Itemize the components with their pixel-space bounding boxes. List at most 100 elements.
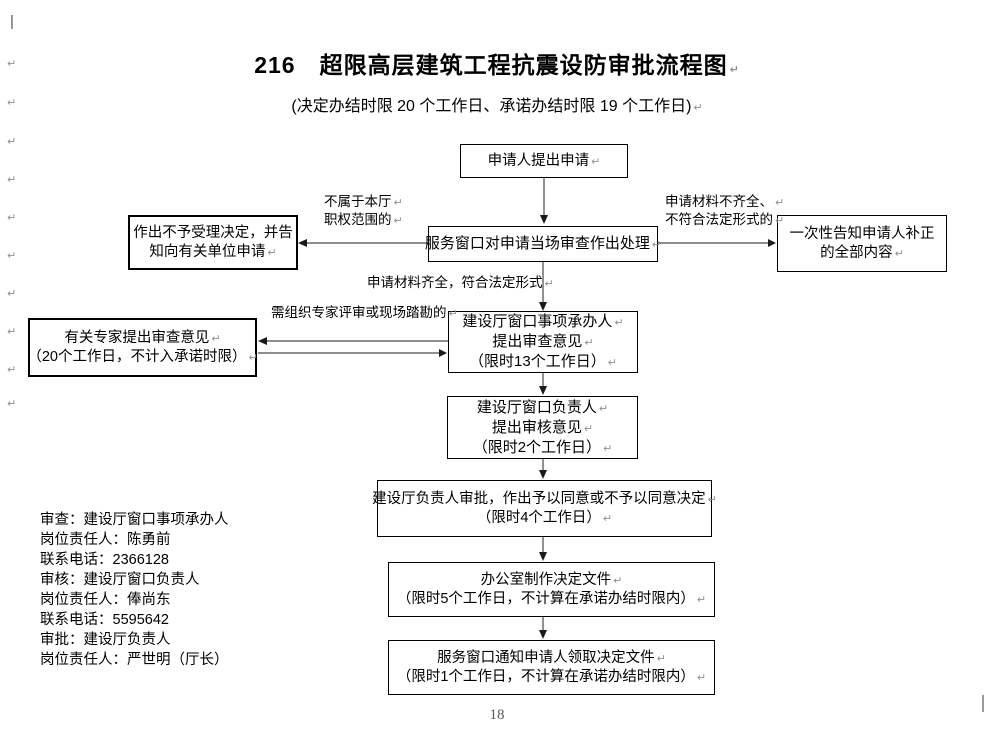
paragraph-return-icon: ↵: [651, 238, 662, 251]
arrow-handler-to-experts: [258, 337, 448, 345]
flow-box-notify-pickup: 服务窗口通知申请人领取决定文件↵ （限时1个工作日，不计算在承诺办结时限内）↵: [388, 640, 715, 695]
contact-line: 审批：建设厅负责人: [40, 632, 171, 648]
paragraph-return-icon: ↵: [707, 492, 717, 506]
arrow-chief-to-approval: [539, 459, 547, 479]
box-text: 一次性告知申请人补正: [789, 225, 935, 242]
box-text: 申请人提出申请: [487, 152, 590, 169]
contact-line: 岗位责任人：严世明（厅长）: [40, 652, 229, 668]
arrow-window-to-reject: [298, 239, 428, 247]
box-text: 知向有关单位申请: [149, 243, 266, 260]
paragraph-return-icon: ↵: [775, 213, 785, 227]
box-text: （限时5个工作日，不计算在承诺办结时限内）: [396, 590, 695, 607]
label-materials-complete: 申请材料齐全，符合法定形式↵: [367, 275, 554, 293]
box-text: 提出审核意见: [491, 418, 582, 436]
contact-line: 联系电话：2366128: [40, 552, 169, 568]
paragraph-return-icon: ↵: [598, 401, 609, 415]
page-number: 18: [489, 707, 505, 723]
arrow-experts-to-handler: [258, 349, 447, 357]
paragraph-mark-icon: ↵: [7, 57, 17, 70]
paragraph-return-icon: ↵: [607, 356, 617, 369]
box-text: 提出审查意见: [492, 333, 583, 350]
paragraph-mark-icon: ↵: [7, 397, 17, 410]
paragraph-mark-icon: ↵: [7, 96, 17, 109]
paragraph-return-icon: ↵: [696, 670, 707, 684]
label-not-in-jurisdiction: 不属于本厅↵ 职权范围的↵: [324, 194, 403, 229]
box-text: 建设厅窗口事项承办人: [462, 313, 613, 330]
paragraph-mark-icon: ↵: [7, 325, 17, 338]
page-title: 216 超限高层建筑工程抗震设防审批流程图↵: [0, 46, 994, 80]
arrow-handler-to-chief: [539, 373, 547, 395]
box-text: 建设厅负责人审批，作出予以同意或不予以同意决定: [372, 490, 706, 507]
arrow-window-to-handler: [539, 261, 547, 311]
box-text: 服务窗口通知申请人领取决定文件: [437, 649, 655, 666]
box-text: 有关专家提出审查意见: [64, 329, 210, 346]
label-text: 申请材料齐全，符合法定形式: [367, 275, 543, 290]
paragraph-return-icon: ↵: [211, 331, 221, 345]
flow-box-office-document: 办公室制作决定文件↵ （限时5个工作日，不计算在承诺办结时限内）↵: [388, 562, 715, 617]
flow-box-service-window-review: 服务窗口对申请当场审查作出处理↵: [424, 226, 662, 262]
paragraph-return-icon: ↵: [591, 154, 601, 168]
contact-line: 岗位责任人：陈勇前: [40, 532, 171, 548]
paragraph-return-icon: ↵: [393, 196, 403, 209]
paragraph-return-icon: ↵: [693, 101, 703, 114]
page-title-text: 216 超限高层建筑工程抗震设防审批流程图: [254, 52, 728, 78]
label-text: 不属于本厅: [324, 194, 392, 209]
contact-line: 审核：建设厅窗口负责人: [40, 572, 200, 588]
flow-box-notify-correction: 一次性告知申请人补正 的全部内容↵: [777, 215, 947, 272]
contact-info-block: 审查：建设厅窗口事项承办人 岗位责任人：陈勇前 联系电话：2366128 审核：…: [40, 510, 229, 670]
page-subtitle-text: (决定办结时限 20 个工作日、承诺办结时限 19 个工作日): [291, 98, 692, 115]
paragraph-mark-icon: ↵: [7, 363, 17, 376]
arrow-approval-to-office: [539, 537, 547, 561]
paragraph-return-icon: ↵: [603, 441, 613, 455]
paragraph-return-icon: ↵: [729, 63, 740, 76]
paragraph-mark-icon: ↵: [7, 287, 17, 300]
box-text: （限时13个工作日）: [469, 353, 606, 370]
box-text: 作出不予受理决定，并告: [133, 224, 293, 241]
flow-box-window-chief: 建设厅窗口负责人↵ 提出审核意见↵ （限时2个工作日）↵: [447, 396, 638, 459]
flow-box-reject-decision: 作出不予受理决定，并告 知向有关单位申请↵: [128, 215, 298, 270]
flow-box-window-handler: 建设厅窗口事项承办人↵ 提出审查意见↵ （限时13个工作日）↵: [448, 311, 638, 373]
box-text: 服务窗口对申请当场审查作出处理: [424, 235, 650, 252]
box-text: （20个工作日，不计入承诺时限）: [27, 348, 247, 365]
box-text: 建设厅窗口负责人: [476, 398, 597, 416]
flow-box-applicant: 申请人提出申请↵: [460, 144, 628, 178]
paragraph-return-icon: ↵: [775, 196, 785, 209]
paragraph-return-icon: ↵: [696, 592, 707, 606]
box-text: （限时2个工作日）: [472, 438, 602, 456]
box-text: （限时1个工作日，不计算在承诺办结时限内）: [396, 668, 695, 685]
box-text: 办公室制作决定文件: [480, 571, 612, 588]
page-subtitle: (决定办结时限 20 个工作日、承诺办结时限 19 个工作日)↵: [0, 92, 994, 116]
paragraph-return-icon: ↵: [267, 245, 277, 259]
paragraph-return-icon: ↵: [894, 246, 904, 260]
flow-box-dept-chief-approval: 建设厅负责人审批，作出予以同意或不予以同意决定↵ （限时4个工作日）↵: [372, 480, 717, 537]
flow-box-experts: 有关专家提出审查意见↵ （20个工作日，不计入承诺时限）↵: [27, 318, 258, 377]
paragraph-return-icon: ↵: [448, 307, 458, 320]
arrow-window-to-correction: [658, 239, 776, 247]
paragraph-return-icon: ↵: [602, 511, 613, 525]
arrow-office-to-pickup: [539, 617, 547, 639]
paragraph-mark-icon: ↵: [7, 249, 17, 262]
box-text: 的全部内容: [820, 244, 893, 261]
paragraph-mark-icon: ↵: [7, 211, 17, 224]
contact-line: 岗位责任人：俸尚东: [40, 592, 171, 608]
paragraph-return-icon: ↵: [656, 651, 666, 665]
paragraph-return-icon: ↵: [393, 213, 403, 227]
label-expert-review-needed: 需组织专家评审或现场踏勘的↵: [271, 305, 458, 323]
paragraph-return-icon: ↵: [544, 277, 554, 290]
margin-tick-mark: [982, 695, 984, 712]
paragraph-return-icon: ↵: [614, 316, 624, 329]
label-text: 不符合法定形式的: [665, 211, 773, 227]
label-text: 需组织专家评审或现场踏勘的: [271, 305, 447, 320]
paragraph-return-icon: ↵: [584, 336, 594, 349]
contact-line: 审查：建设厅窗口事项承办人: [40, 512, 229, 528]
label-text: 职权范围的: [324, 211, 392, 227]
paragraph-mark-icon: ↵: [7, 135, 17, 148]
paragraph-return-icon: ↵: [248, 350, 258, 364]
text-cursor-mark: |: [10, 13, 14, 30]
arrow-applicant-to-window: [540, 178, 548, 224]
paragraph-return-icon: ↵: [613, 573, 623, 587]
box-text: （限时4个工作日）: [476, 509, 601, 526]
paragraph-return-icon: ↵: [583, 421, 594, 435]
